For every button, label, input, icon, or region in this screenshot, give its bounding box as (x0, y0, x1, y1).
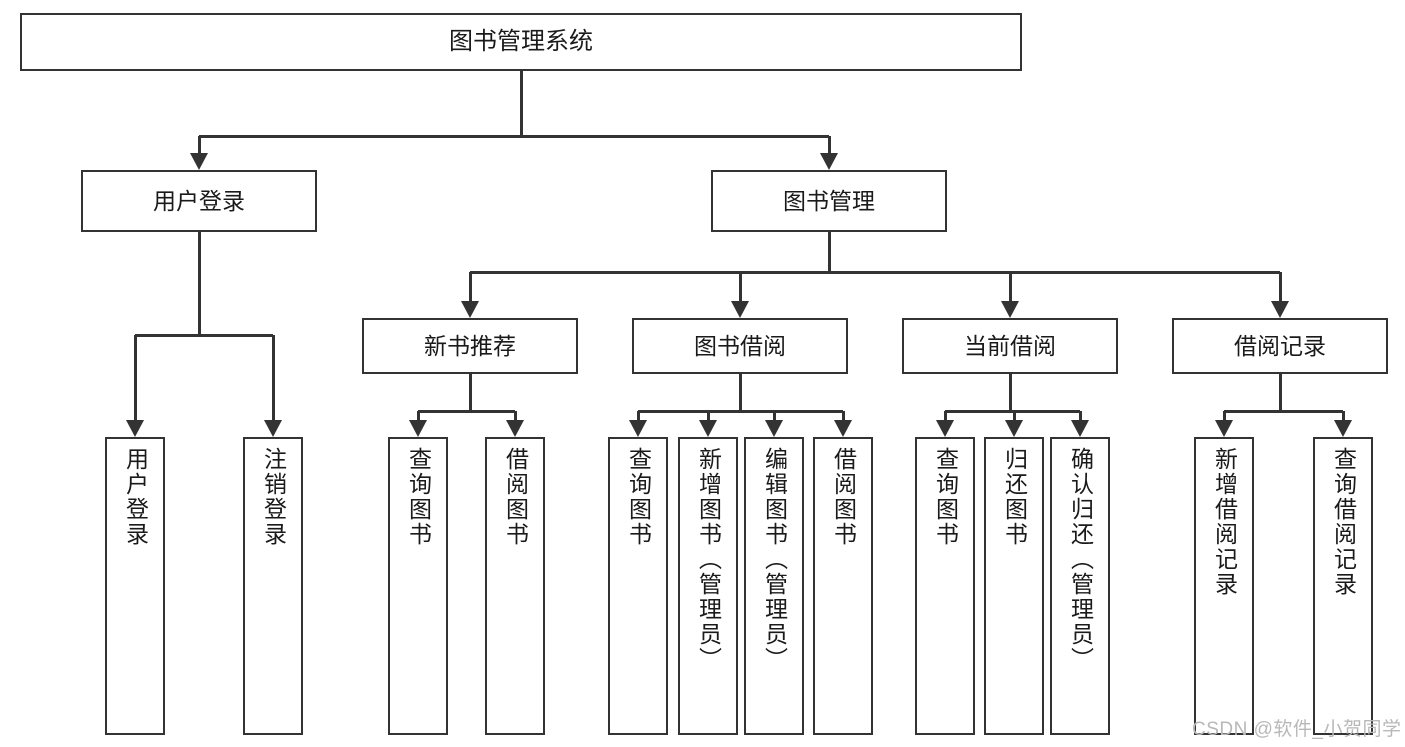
conn-current-borrow-to-leaf-query-book-3-stem (943, 411, 947, 422)
conn-borrow-record-to-leaf-add-record-stem (1222, 411, 1226, 422)
conn-user-login-to-leaf-user-logout-stem (271, 335, 275, 422)
leaf-leaf-borrow-book-2-label: 借阅图书 (830, 447, 857, 547)
leaf-leaf-user-logout[interactable]: 注销登录 (243, 437, 303, 735)
watermark: CSDN @软件_小贺同学 (1192, 719, 1402, 740)
conn-bookmanage-to-borrow-record-arrowhead (1271, 301, 1289, 318)
leaf-leaf-query-book-2[interactable]: 查询图书 (608, 437, 668, 735)
node-user-login-label: 用户登录 (153, 187, 245, 214)
conn-new-book-rec-to-leaf-borrow-book-1-arrowhead (506, 420, 524, 437)
conn-book-borrow-to-leaf-borrow-book-2-arrowhead (834, 420, 852, 437)
conn-user-login-to-leaf-user-login-arrowhead (126, 420, 144, 437)
leaf-leaf-borrow-book-1[interactable]: 借阅图书 (485, 437, 545, 735)
conn-book-borrow-to-leaf-add-book-stem (706, 411, 710, 422)
conn-new-book-rec-to-leaf-query-book-1-stem (416, 411, 420, 422)
leaf-leaf-query-book-3[interactable]: 查询图书 (915, 437, 975, 735)
conn-borrow-record-bus (1224, 409, 1343, 413)
conn-new-book-rec-stem (468, 374, 472, 411)
leaf-leaf-add-book-label: 新增图书（管理员） (695, 447, 722, 672)
conn-user-login-to-leaf-user-logout-arrowhead (264, 420, 282, 437)
leaf-leaf-query-book-1-label: 查询图书 (405, 447, 432, 547)
node-borrow-record[interactable]: 借阅记录 (1172, 318, 1388, 374)
node-book-manage-label: 图书管理 (783, 187, 875, 214)
node-new-book-rec-label: 新书推荐 (424, 332, 516, 359)
conn-bookmanage-to-new-book-rec-arrowhead (461, 301, 479, 318)
leaf-leaf-query-record-label: 查询借阅记录 (1330, 447, 1357, 597)
conn-bookmanage-to-book-borrow-stem (738, 272, 742, 303)
node-user-login[interactable]: 用户登录 (81, 170, 317, 232)
leaf-leaf-borrow-book-1-label: 借阅图书 (502, 447, 529, 547)
conn-current-borrow-to-leaf-return-book-stem (1012, 411, 1016, 422)
leaf-leaf-query-record[interactable]: 查询借阅记录 (1313, 437, 1373, 735)
leaf-leaf-query-book-1[interactable]: 查询图书 (388, 437, 448, 735)
conn-book-borrow-to-leaf-add-book-arrowhead (699, 420, 717, 437)
conn-bookmanage-to-current-borrow-arrowhead (1001, 301, 1019, 318)
leaf-leaf-add-record[interactable]: 新增借阅记录 (1194, 437, 1254, 735)
leaf-leaf-user-login-label: 用户登录 (122, 447, 149, 547)
conn-book-borrow-stem (738, 374, 742, 411)
node-book-manage[interactable]: 图书管理 (711, 170, 947, 232)
conn-root-to-user-login-stem (197, 136, 201, 155)
conn-new-book-rec-bus (418, 409, 515, 413)
conn-bookmanage-to-borrow-record-stem (1278, 272, 1282, 303)
conn-book-borrow-to-leaf-query-book-2-stem (636, 411, 640, 422)
conn-borrow-record-to-leaf-query-record-arrowhead (1334, 420, 1352, 437)
leaf-leaf-query-book-3-label: 查询图书 (932, 447, 959, 547)
node-borrow-record-label: 借阅记录 (1234, 332, 1326, 359)
leaf-leaf-return-book[interactable]: 归还图书 (984, 437, 1044, 735)
leaf-leaf-confirm-return[interactable]: 确认归还（管理员） (1050, 437, 1110, 735)
conn-user-login-to-leaf-user-login-stem (133, 335, 137, 422)
conn-user-login-stem (197, 232, 201, 335)
conn-borrow-record-stem (1278, 374, 1282, 411)
conn-current-borrow-stem (1008, 374, 1012, 411)
conn-user-login-bus (135, 333, 273, 337)
leaf-leaf-edit-book[interactable]: 编辑图书（管理员） (744, 437, 804, 735)
conn-current-borrow-to-leaf-return-book-arrowhead (1005, 420, 1023, 437)
conn-borrow-record-to-leaf-add-record-arrowhead (1215, 420, 1233, 437)
node-book-borrow[interactable]: 图书借阅 (632, 318, 848, 374)
node-current-borrow[interactable]: 当前借阅 (902, 318, 1118, 374)
leaf-leaf-edit-book-label: 编辑图书（管理员） (761, 447, 788, 672)
conn-book-borrow-to-leaf-query-book-2-arrowhead (629, 420, 647, 437)
leaf-leaf-user-logout-label: 注销登录 (260, 447, 287, 547)
leaf-leaf-add-record-label: 新增借阅记录 (1211, 447, 1238, 597)
leaf-leaf-query-book-2-label: 查询图书 (625, 447, 652, 547)
root-box-label: 图书管理系统 (449, 28, 593, 56)
leaf-leaf-user-login[interactable]: 用户登录 (105, 437, 165, 735)
node-new-book-rec[interactable]: 新书推荐 (362, 318, 578, 374)
conn-book-borrow-to-leaf-edit-book-arrowhead (765, 420, 783, 437)
leaf-leaf-borrow-book-2[interactable]: 借阅图书 (813, 437, 873, 735)
conn-root-to-book-manage-arrowhead (820, 153, 838, 170)
conn-book-borrow-bus (638, 409, 843, 413)
conn-current-borrow-to-leaf-confirm-return-arrowhead (1071, 420, 1089, 437)
leaf-leaf-add-book[interactable]: 新增图书（管理员） (678, 437, 738, 735)
leaf-leaf-confirm-return-label: 确认归还（管理员） (1067, 447, 1094, 672)
conn-root-bus (199, 134, 829, 138)
conn-new-book-rec-to-leaf-borrow-book-1-stem (513, 411, 517, 422)
conn-bookmanage-bus (470, 270, 1280, 274)
node-current-borrow-label: 当前借阅 (964, 332, 1056, 359)
leaf-leaf-return-book-label: 归还图书 (1001, 447, 1028, 547)
conn-bookmanage-to-book-borrow-arrowhead (731, 301, 749, 318)
conn-bookmanage-to-new-book-rec-stem (468, 272, 472, 303)
conn-book-borrow-to-leaf-borrow-book-2-stem (841, 411, 845, 422)
root-box[interactable]: 图书管理系统 (20, 13, 1022, 71)
conn-root-stem (519, 71, 523, 136)
conn-new-book-rec-to-leaf-query-book-1-arrowhead (409, 420, 427, 437)
conn-book-borrow-to-leaf-edit-book-stem (772, 411, 776, 422)
conn-borrow-record-to-leaf-query-record-stem (1341, 411, 1345, 422)
node-book-borrow-label: 图书借阅 (694, 332, 786, 359)
conn-current-borrow-to-leaf-query-book-3-arrowhead (936, 420, 954, 437)
conn-root-to-user-login-arrowhead (190, 153, 208, 170)
conn-bookmanage-to-current-borrow-stem (1008, 272, 1012, 303)
conn-root-to-book-manage-stem (827, 136, 831, 155)
conn-bookmanage-stem (827, 232, 831, 272)
conn-current-borrow-to-leaf-confirm-return-stem (1078, 411, 1082, 422)
